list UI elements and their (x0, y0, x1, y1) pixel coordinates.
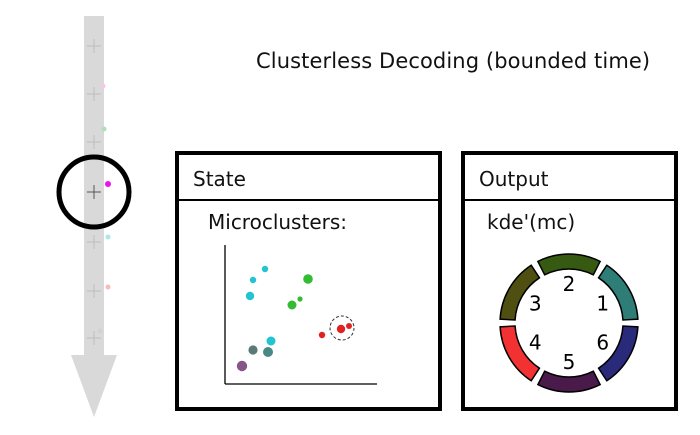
ring-label-2: 2 (563, 272, 576, 296)
ring-segment-1 (597, 264, 639, 321)
faded-spike (97, 328, 103, 334)
current-spike-focus-ring (56, 154, 132, 230)
microclusters-label: Microclusters: (208, 210, 348, 234)
microcluster-point (346, 323, 352, 329)
ring-segments (499, 253, 639, 393)
ring-label-6: 6 (596, 331, 609, 355)
microcluster-scatter (224, 245, 377, 385)
faded-spike (105, 234, 111, 240)
stream-arrowhead (71, 355, 117, 417)
ring-segment-6 (597, 325, 639, 382)
microcluster-point (248, 345, 258, 355)
microcluster-point (287, 300, 297, 310)
kde-label: kde'(mc) (487, 210, 576, 234)
ring-segment-5 (536, 370, 602, 393)
microcluster-point (336, 324, 346, 334)
diagram-title: Clusterless Decoding (bounded time) (256, 49, 651, 73)
spike-stream (56, 16, 132, 417)
current-spike-crosshair (87, 185, 101, 199)
microcluster-point (236, 360, 248, 372)
microcluster-point (303, 274, 313, 284)
position-ring: 123 456 (499, 253, 639, 393)
state-panel: State Microclusters: (175, 151, 442, 411)
faded-spike (105, 284, 111, 290)
microcluster-point (249, 276, 257, 284)
ring-labels: 123 456 (529, 272, 609, 374)
ring-label-1: 1 (596, 292, 609, 316)
stream-tick-marks (87, 39, 101, 345)
microcluster-highlight-ring (329, 315, 355, 341)
ring-label-3: 3 (529, 292, 542, 316)
state-panel-header: State (179, 155, 438, 201)
faded-spike (100, 83, 106, 89)
ring-label-5: 5 (563, 350, 576, 374)
ring-label-4: 4 (529, 331, 542, 355)
output-panel-header: Output (465, 155, 674, 201)
microcluster-point (318, 331, 326, 339)
ring-segment-2 (536, 253, 602, 276)
ring-segment-3 (499, 264, 541, 321)
faded-spike (101, 126, 107, 132)
microcluster-point (245, 291, 255, 301)
state-panel-title: State (193, 167, 246, 191)
output-panel-title: Output (479, 167, 549, 191)
ring-segment-4 (499, 325, 541, 382)
microcluster-point (297, 296, 303, 302)
microcluster-point (261, 265, 269, 273)
current-spike (105, 181, 111, 187)
microcluster-point (263, 347, 273, 357)
microcluster-point (266, 336, 276, 346)
